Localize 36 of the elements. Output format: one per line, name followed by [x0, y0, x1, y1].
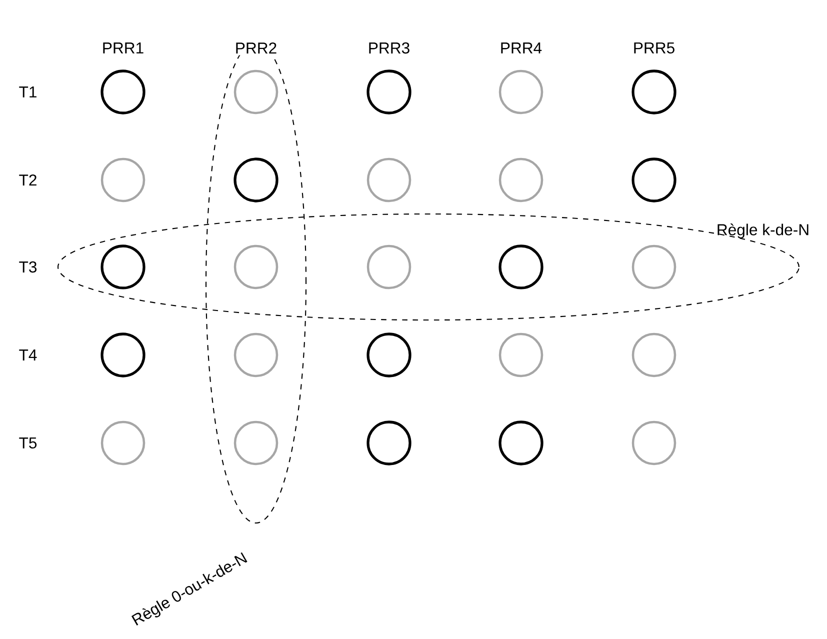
circle [100, 332, 146, 378]
circle [100, 158, 146, 202]
circle [632, 332, 676, 378]
row-header: T3 [17, 260, 39, 274]
circle [498, 158, 544, 202]
circle [100, 244, 146, 290]
circle [498, 244, 544, 290]
circle [498, 70, 544, 114]
column-header: PRR4 [498, 40, 544, 56]
circle [632, 420, 676, 466]
column-header: PRR5 [631, 40, 677, 56]
circle [366, 244, 412, 290]
circle [234, 70, 278, 114]
circle [100, 420, 146, 466]
circle [234, 332, 278, 378]
circle [234, 158, 278, 202]
circle [632, 158, 676, 202]
row-header: T4 [17, 348, 39, 362]
circle [234, 244, 278, 290]
circle [100, 70, 146, 114]
row-header: T5 [17, 436, 39, 450]
circle [366, 420, 412, 466]
circle [632, 244, 676, 290]
circle [498, 332, 544, 378]
circle [498, 420, 544, 466]
rule-label: Règle k-de-N [718, 224, 808, 238]
column-header: PRR2 [233, 40, 279, 56]
row-header: T2 [17, 172, 39, 188]
column-header: PRR3 [366, 40, 412, 56]
row-header: T1 [17, 84, 39, 100]
circle [632, 70, 676, 114]
circle [366, 70, 412, 114]
circle [366, 158, 412, 202]
circle [234, 420, 278, 466]
column-header: PRR1 [100, 40, 146, 56]
circle [366, 332, 412, 378]
